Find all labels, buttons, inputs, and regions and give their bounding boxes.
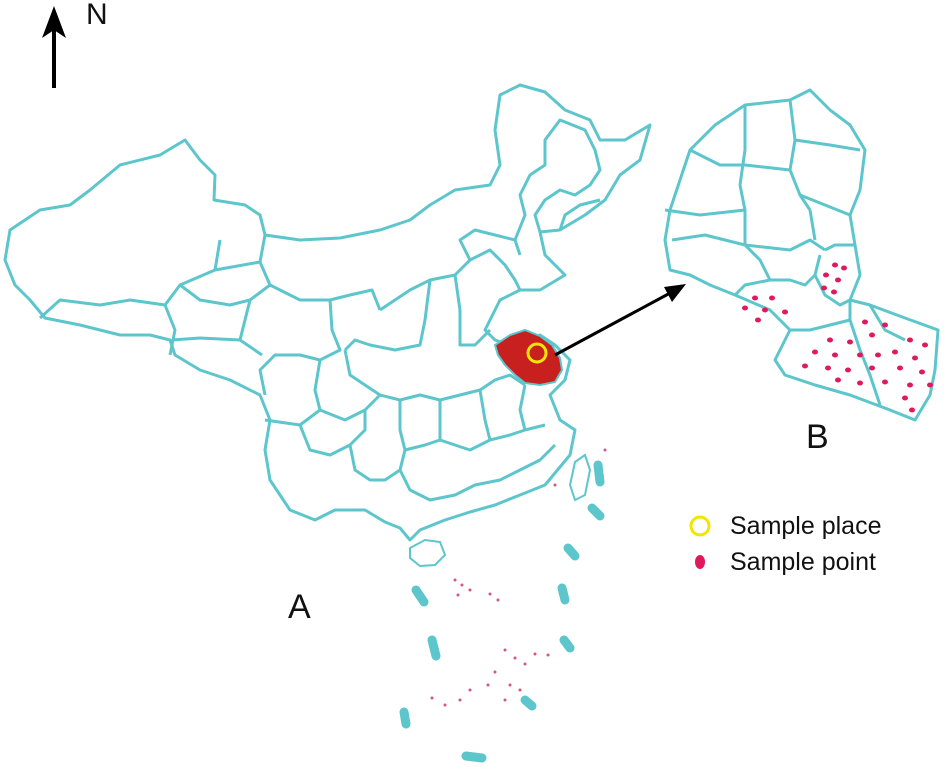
province-boundary <box>179 283 271 307</box>
legend: Sample place Sample point <box>686 508 926 580</box>
sample-point <box>869 332 875 338</box>
province-boundary <box>171 336 263 357</box>
sample-point <box>847 339 853 345</box>
sample-point <box>927 382 933 388</box>
sample-point <box>922 342 928 348</box>
country-outline <box>3 83 652 542</box>
sample-point <box>907 382 913 388</box>
sample-point <box>821 285 827 291</box>
sample-point <box>823 272 829 278</box>
arrow-right-icon <box>554 284 686 357</box>
sample-point <box>802 363 808 369</box>
district-boundary <box>738 105 747 245</box>
province-boundary <box>298 410 367 457</box>
sample-point <box>835 377 841 383</box>
province-boundary <box>379 228 522 312</box>
sample-point <box>857 380 863 386</box>
province-boundary <box>558 198 601 231</box>
district-boundary <box>813 274 851 307</box>
district-boundary <box>664 208 746 217</box>
sample-point <box>897 365 903 371</box>
district-boundary <box>790 300 852 332</box>
province-boundary <box>238 299 252 341</box>
sample-point <box>882 379 888 385</box>
sample-point <box>835 277 841 283</box>
province-boundary <box>213 239 222 271</box>
legend-item-sample-point: Sample point <box>686 544 926 580</box>
sample-point <box>832 352 838 358</box>
province-boundary <box>258 261 382 311</box>
province-boundary <box>513 118 602 241</box>
district-boundary <box>824 243 855 252</box>
district-boundary <box>808 209 817 241</box>
district-boundary <box>733 254 822 297</box>
sample-point <box>825 365 831 371</box>
sample-point <box>909 407 915 413</box>
sample-point <box>762 307 768 313</box>
sample-point <box>755 317 761 323</box>
sample-point <box>869 365 875 371</box>
sample-point <box>902 395 908 401</box>
province-boundary <box>343 349 526 402</box>
open-circle-icon <box>686 512 714 540</box>
north-label: N <box>86 0 108 31</box>
south-sea-islands <box>430 448 607 707</box>
sample-point <box>857 352 863 358</box>
district-boundary <box>744 163 791 172</box>
sample-point <box>919 369 925 375</box>
province-boundary <box>348 400 407 482</box>
legend-label: Sample place <box>730 511 882 540</box>
legend-item-sample-place: Sample place <box>686 508 926 544</box>
district-boundary <box>848 319 882 406</box>
sample-point <box>752 295 758 301</box>
filled-ellipse-icon <box>686 548 714 576</box>
panel-b-label: B <box>806 418 829 456</box>
province-boundary <box>518 384 527 431</box>
district-boundary <box>799 193 851 217</box>
sample-point <box>831 289 837 295</box>
province-boundary <box>258 299 342 396</box>
sample-point <box>769 295 775 301</box>
district-boundary <box>794 138 861 152</box>
sample-place-marker <box>526 342 548 364</box>
hainan-island <box>409 538 447 568</box>
sample-point <box>782 309 788 315</box>
panel-a-map <box>3 83 652 542</box>
taiwan-island <box>568 453 592 502</box>
district-boundary <box>868 304 906 342</box>
province-boundary <box>313 359 382 422</box>
sample-point <box>875 352 881 358</box>
sample-point <box>882 322 888 328</box>
district-boundary <box>689 148 745 167</box>
sample-point <box>845 367 851 373</box>
province-boundary <box>453 274 492 347</box>
panel-a-label: A <box>288 588 311 626</box>
sample-point <box>812 349 818 355</box>
sample-point <box>742 305 748 311</box>
north-arrow-icon <box>42 6 66 88</box>
district-boundary <box>788 99 812 211</box>
sample-point <box>892 349 898 355</box>
province-boundary <box>404 423 546 452</box>
islands <box>409 453 592 568</box>
legend-label: Sample point <box>730 547 876 576</box>
sample-point <box>827 337 833 343</box>
sample-point <box>912 355 918 361</box>
province-boundary <box>478 389 492 441</box>
sample-points <box>742 262 933 413</box>
province-boundary <box>264 408 321 427</box>
sample-point <box>841 265 847 271</box>
sample-point <box>907 337 913 343</box>
sample-point <box>862 319 868 325</box>
province-boundary <box>398 443 557 502</box>
sample-point <box>832 262 838 268</box>
district-boundary <box>744 238 826 252</box>
province-boundary <box>469 248 522 291</box>
nine-dash-line <box>399 460 605 763</box>
province-boundary <box>343 279 432 352</box>
province-boundary <box>38 298 177 356</box>
panel-b-map <box>663 88 940 422</box>
